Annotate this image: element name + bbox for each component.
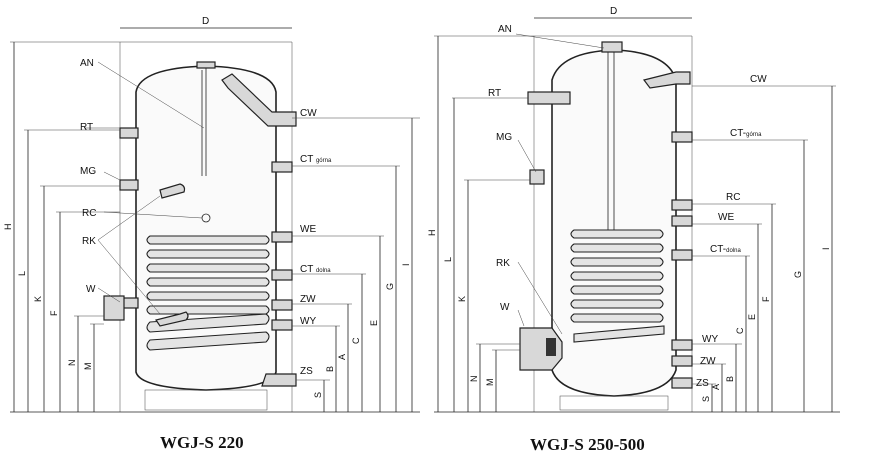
- left-zs-label: ZS: [300, 366, 313, 377]
- drawing-wgj-s-250-500: [434, 17, 840, 413]
- right-dim-l: L: [443, 257, 453, 262]
- left-dim-i: I: [401, 263, 411, 266]
- left-dim-g: G: [385, 283, 395, 290]
- right-dim-a: A: [711, 384, 721, 390]
- left-zw-label: ZW: [300, 294, 316, 305]
- right-dim-k: K: [457, 296, 467, 302]
- right-we-label: WE: [718, 212, 734, 223]
- right-wy-label: WY: [702, 334, 718, 345]
- left-dim-e: E: [369, 320, 379, 326]
- cw-pipe: [221, 73, 297, 127]
- left-dim-b: B: [325, 366, 335, 372]
- left-dim-a: A: [337, 354, 347, 360]
- left-caption: WGJ-S 220: [160, 433, 244, 452]
- right-dim-i: I: [821, 247, 831, 250]
- right-an-label: AN: [498, 24, 512, 35]
- right-ct-dolna-label: CT-dolna: [710, 244, 741, 255]
- left-ct-dolna-label: CT dolna: [300, 264, 331, 275]
- right-zw-label: ZW: [700, 356, 716, 367]
- drawing-wgj-s-220: [10, 27, 420, 413]
- right-width-label: D: [610, 6, 617, 17]
- anode-connection: [601, 41, 623, 53]
- left-dim-l: L: [17, 271, 27, 276]
- left-dim-h: H: [3, 224, 13, 231]
- right-rk-label: RK: [496, 258, 510, 269]
- left-rk-label: RK: [82, 236, 96, 247]
- left-dim-s: S: [313, 392, 323, 398]
- left-rt-label: RT: [80, 122, 93, 133]
- heater-w: [103, 295, 125, 321]
- right-dim-n: N: [469, 376, 479, 383]
- anode-connection: [196, 61, 216, 69]
- left-dim-c: C: [351, 337, 361, 344]
- right-mg-label: MG: [496, 132, 512, 143]
- right-cw-label: CW: [750, 74, 767, 85]
- right-dim-c: C: [735, 327, 745, 334]
- left-an-label: AN: [80, 58, 94, 69]
- left-we-label: WE: [300, 224, 316, 235]
- right-ct-gorna-label: CT-górna: [730, 128, 762, 139]
- right-dim-b: B: [725, 376, 735, 382]
- right-dim-h: H: [427, 230, 437, 237]
- left-dim-m: M: [83, 363, 93, 371]
- heating-coil: [146, 235, 270, 351]
- left-w-label: W: [86, 284, 96, 295]
- right-dim-f: F: [761, 296, 771, 302]
- left-width-label: D: [202, 16, 209, 27]
- left-ct-gorna-label: CT górna: [300, 154, 332, 165]
- rt-connection: [527, 91, 571, 105]
- right-dim-e: E: [747, 314, 757, 320]
- left-wy-label: WY: [300, 316, 316, 327]
- right-rt-label: RT: [488, 88, 501, 99]
- right-dim-g: G: [793, 271, 803, 278]
- left-cw-label: CW: [300, 108, 317, 119]
- right-rc-label: RC: [726, 192, 740, 203]
- left-mg-label: MG: [80, 166, 96, 177]
- left-dim-f: F: [49, 310, 59, 316]
- left-dim-k: K: [33, 296, 43, 302]
- right-dim-s: S: [701, 396, 711, 402]
- right-w-label: W: [500, 302, 510, 313]
- heating-coil: [570, 229, 665, 343]
- right-caption: WGJ-S 250-500: [530, 435, 645, 454]
- left-dim-n: N: [67, 360, 77, 367]
- left-rc-label: RC: [82, 208, 96, 219]
- right-dim-m: M: [485, 379, 495, 387]
- right-zs-label: ZS: [696, 378, 709, 389]
